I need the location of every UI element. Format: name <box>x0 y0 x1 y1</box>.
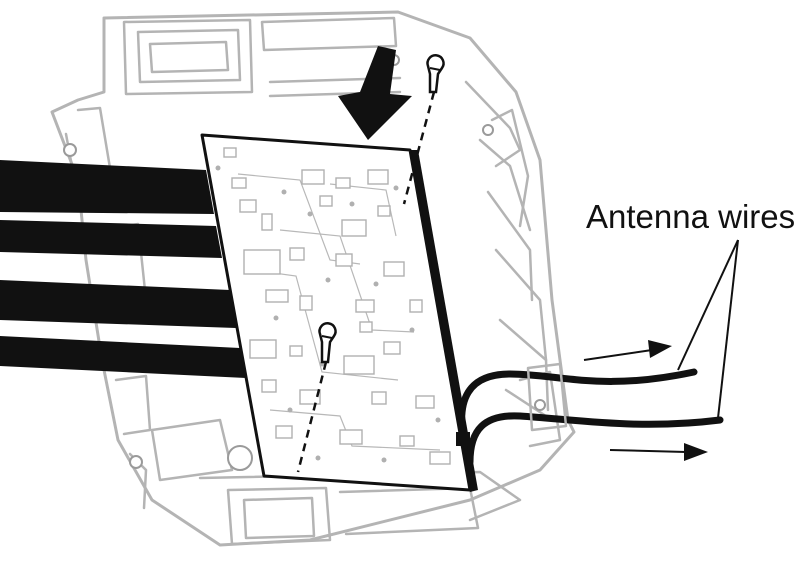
direction-arrow-icon <box>684 443 708 461</box>
screw-icon <box>318 322 337 364</box>
ribbon-cable <box>0 280 236 328</box>
mounting-hole <box>63 143 77 157</box>
mounting-hole <box>482 124 494 136</box>
insertion-arrow <box>338 46 412 140</box>
top-screw-assembly <box>402 54 445 205</box>
ribbon-cables <box>0 160 246 378</box>
ribbon-cable <box>0 160 214 214</box>
antenna-wire-upper <box>458 368 698 446</box>
antenna-wire-lower <box>466 412 724 466</box>
board-components <box>215 147 451 465</box>
antenna-wires <box>456 239 739 466</box>
direction-arrow-icon <box>648 340 672 358</box>
ribbon-cable <box>0 220 222 258</box>
antenna-wires-label: Antenna wires <box>586 198 795 235</box>
screw-icon <box>426 54 445 94</box>
mounting-hole <box>534 399 546 411</box>
mounting-hole <box>227 445 253 471</box>
bottom-screw-assembly <box>296 322 337 473</box>
ribbon-cable <box>0 336 246 378</box>
mounting-hole <box>129 455 143 469</box>
